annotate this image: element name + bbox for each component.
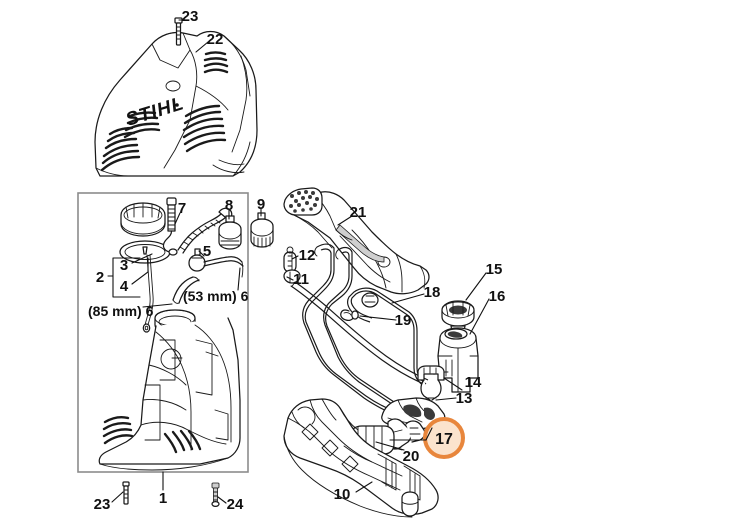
- callout-24: 24: [227, 496, 244, 513]
- callout-19: 19: [395, 312, 412, 329]
- hose-length-53mm-label: (53 mm) 6: [183, 288, 249, 304]
- tank-vent-left: [102, 416, 134, 445]
- callout-5: 5: [203, 243, 211, 260]
- fuel-filter-9: [250, 212, 274, 248]
- callout-2: 2: [96, 269, 104, 286]
- leader-14: [443, 377, 463, 391]
- highlight-circle[interactable]: [423, 417, 465, 459]
- clip-19: [340, 309, 359, 322]
- leader-10: [355, 481, 373, 493]
- leader-19: [359, 315, 397, 321]
- leader-11: [286, 276, 294, 281]
- bolt-23-bottom: [122, 481, 130, 505]
- bolt-24: [211, 482, 220, 508]
- callout-16: 16: [489, 288, 506, 305]
- leader-7: [174, 212, 181, 225]
- leader-5: [198, 250, 205, 257]
- callout-4: 4: [120, 278, 129, 295]
- callout-3: 3: [120, 257, 128, 274]
- callout-8: 8: [225, 197, 233, 214]
- leader-18: [391, 293, 425, 304]
- engine-shroud-assembly: STIHL: [94, 17, 258, 177]
- leader-3: [131, 253, 153, 264]
- highlight-marker-17[interactable]: 17: [423, 417, 465, 459]
- fuel-pickup-7: [162, 197, 178, 256]
- callout-20: 20: [403, 448, 420, 465]
- fuel-valve-5: [188, 248, 244, 278]
- leader-22: [195, 41, 209, 53]
- leader-6-85: [142, 303, 173, 308]
- fuel-line-long-1: [302, 243, 397, 416]
- fuel-filter-8: [218, 215, 242, 250]
- clamp-14: [417, 365, 445, 401]
- grip-texture: [289, 190, 319, 213]
- leader-17: [389, 427, 433, 441]
- highlight-number-label: 17: [435, 431, 453, 448]
- callout-10: 10: [334, 486, 351, 503]
- callout-22: 22: [207, 31, 224, 48]
- callout-11: 11: [293, 271, 309, 288]
- leader-21: [337, 215, 353, 226]
- callout-labels: 1 2 3 4 5 7 8 9 10 11 12 13 14 15 16 18 …: [94, 8, 506, 513]
- callout-9: 9: [257, 196, 265, 213]
- leader-23-bottom: [111, 491, 124, 503]
- leader-4: [131, 257, 149, 285]
- tank-vent-bottom: [163, 429, 202, 454]
- throttle-cable-group: [283, 246, 429, 385]
- bolt-23-top: [174, 17, 183, 46]
- leader-16: [469, 298, 490, 335]
- callout-13: 13: [456, 390, 473, 407]
- leader-13: [435, 397, 457, 401]
- leader-24: [217, 496, 227, 504]
- leader-20: [375, 441, 405, 451]
- fuel-line-long-2: [323, 246, 419, 418]
- callout-15: 15: [486, 261, 503, 278]
- shaft-housing-10: [283, 398, 439, 518]
- shroud-vent-left-upper: [123, 111, 161, 139]
- callout-23-top: 23: [182, 8, 199, 25]
- fuel-hose-85mm: [172, 276, 200, 304]
- callout-12: 12: [299, 247, 316, 264]
- shroud-vent-top: [203, 51, 229, 74]
- callout-1: 1: [159, 490, 167, 507]
- handle-housing-21: [283, 187, 430, 295]
- leader-12: [291, 255, 299, 260]
- leader-15: [465, 272, 487, 301]
- callout-18: 18: [424, 284, 441, 301]
- leader-2-bracket: [107, 257, 141, 298]
- shroud-vent-right: [182, 104, 227, 153]
- hose-length-85mm-label: (85 mm) 6: [88, 303, 154, 319]
- callout-7: 7: [178, 200, 186, 217]
- tube-18: [347, 287, 427, 387]
- callout-21: 21: [350, 204, 367, 221]
- fuel-tank-body-1: [98, 309, 241, 471]
- dimension-labels: (85 mm) 6 (53 mm) 6: [88, 288, 249, 319]
- leader-6-53: [237, 267, 241, 291]
- callout-14: 14: [465, 374, 482, 391]
- callout-23-bottom: 23: [94, 496, 111, 513]
